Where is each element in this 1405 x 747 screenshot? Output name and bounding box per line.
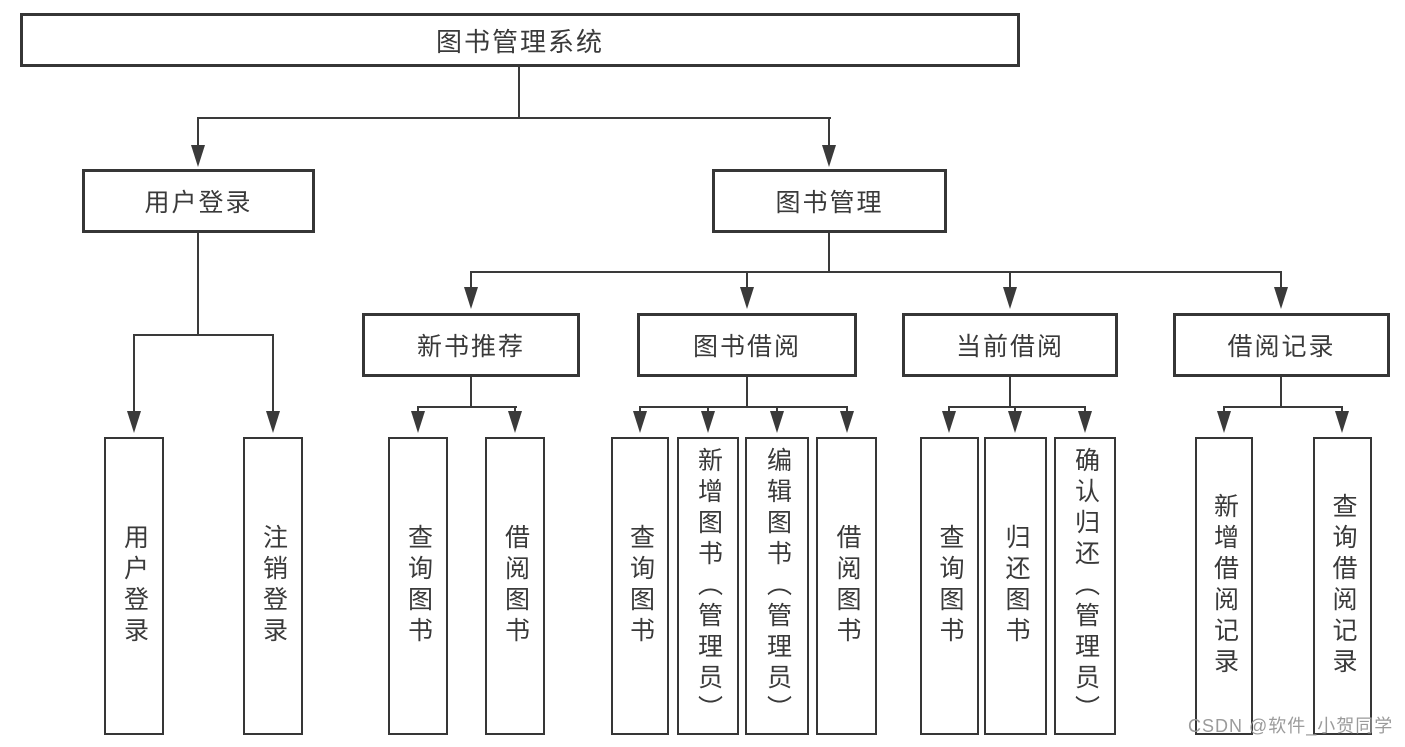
leaf-label: 借阅图书 xyxy=(501,524,530,648)
leaf-label: 查询借阅记录 xyxy=(1329,493,1357,679)
leaf-label: 归还图书 xyxy=(1002,524,1030,648)
arrow-down-icon xyxy=(942,411,956,433)
connector-line xyxy=(1280,271,1282,289)
leaf-borrow-books: 借阅图书 xyxy=(816,437,877,735)
leaf-label: 用户登录 xyxy=(120,524,149,648)
arrow-down-icon xyxy=(411,411,425,433)
connector-line xyxy=(746,377,748,407)
leaf-label: 查询图书 xyxy=(936,524,964,648)
connector-line xyxy=(197,233,199,335)
connector-line xyxy=(1223,406,1343,408)
connector-line xyxy=(197,117,199,147)
connector-line xyxy=(1009,271,1011,289)
connector-line xyxy=(470,271,1282,273)
leaf-add-borrow-record: 新增借阅记录 xyxy=(1195,437,1253,735)
arrow-down-icon xyxy=(822,145,836,167)
connector-line xyxy=(417,406,419,414)
node-root-library-system: 图书管理系统 xyxy=(20,13,1020,67)
leaf-label: 查询图书 xyxy=(404,524,433,648)
arrow-down-icon xyxy=(1008,411,1022,433)
arrow-down-icon xyxy=(464,287,478,309)
arrow-down-icon xyxy=(1078,411,1092,433)
connector-line xyxy=(1084,406,1086,414)
connector-line xyxy=(133,334,135,413)
leaf-label: 新增图书（管理员） xyxy=(694,446,723,726)
arrow-down-icon xyxy=(840,411,854,433)
connector-line xyxy=(1223,406,1225,414)
arrow-down-icon xyxy=(508,411,522,433)
leaf-logout: 注销登录 xyxy=(243,437,303,735)
connector-line xyxy=(828,117,830,147)
connector-line xyxy=(470,377,472,407)
connector-line xyxy=(1341,406,1343,414)
arrow-down-icon xyxy=(701,411,715,433)
leaf-label: 注销登录 xyxy=(259,524,288,648)
leaf-query-books-current: 查询图书 xyxy=(920,437,979,735)
arrow-down-icon xyxy=(740,287,754,309)
connector-line xyxy=(707,406,709,414)
leaf-query-books-recommend: 查询图书 xyxy=(388,437,448,735)
connector-line xyxy=(639,406,641,414)
node-borrowing-records: 借阅记录 xyxy=(1173,313,1390,377)
connector-line xyxy=(197,117,831,119)
leaf-return-books: 归还图书 xyxy=(984,437,1047,735)
node-current-borrowing: 当前借阅 xyxy=(902,313,1118,377)
node-user-login: 用户登录 xyxy=(82,169,315,233)
leaf-label: 编辑图书（管理员） xyxy=(763,446,792,726)
connector-line xyxy=(1009,377,1011,407)
connector-line xyxy=(518,67,520,118)
arrow-down-icon xyxy=(1217,411,1231,433)
leaf-borrow-books-recommend: 借阅图书 xyxy=(485,437,545,735)
leaf-add-books-admin: 新增图书（管理员） xyxy=(677,437,739,735)
connector-line xyxy=(514,406,516,414)
connector-line xyxy=(1280,377,1282,407)
leaf-label: 查询图书 xyxy=(626,524,655,648)
leaf-label: 新增借阅记录 xyxy=(1210,493,1239,679)
arrow-down-icon xyxy=(191,145,205,167)
arrow-down-icon xyxy=(1335,411,1349,433)
leaf-label: 借阅图书 xyxy=(833,524,861,648)
arrow-down-icon xyxy=(1003,287,1017,309)
arrow-down-icon xyxy=(1274,287,1288,309)
connector-line xyxy=(417,406,517,408)
connector-line xyxy=(746,271,748,289)
connector-line xyxy=(776,406,778,414)
arrow-down-icon xyxy=(266,411,280,433)
leaf-label: 确认归还（管理员） xyxy=(1071,446,1100,726)
leaf-query-borrow-record: 查询借阅记录 xyxy=(1313,437,1372,735)
node-book-management: 图书管理 xyxy=(712,169,947,233)
arrow-down-icon xyxy=(633,411,647,433)
connector-line xyxy=(272,334,274,413)
connector-line xyxy=(846,406,848,414)
connector-line xyxy=(470,271,472,289)
arrow-down-icon xyxy=(770,411,784,433)
leaf-user-login: 用户登录 xyxy=(104,437,164,735)
connector-line xyxy=(639,406,848,408)
connector-line xyxy=(948,406,1086,408)
leaf-confirm-return-admin: 确认归还（管理员） xyxy=(1054,437,1116,735)
connector-line xyxy=(948,406,950,414)
connector-line xyxy=(828,233,830,273)
connector-line xyxy=(1014,406,1016,414)
node-book-borrowing: 图书借阅 xyxy=(637,313,857,377)
leaf-edit-books-admin: 编辑图书（管理员） xyxy=(745,437,809,735)
arrow-down-icon xyxy=(127,411,141,433)
leaf-query-books-borrowing: 查询图书 xyxy=(611,437,669,735)
node-new-book-recommend: 新书推荐 xyxy=(362,313,580,377)
connector-line xyxy=(133,334,274,336)
csdn-watermark: CSDN @软件_小贺同学 xyxy=(1188,716,1394,736)
